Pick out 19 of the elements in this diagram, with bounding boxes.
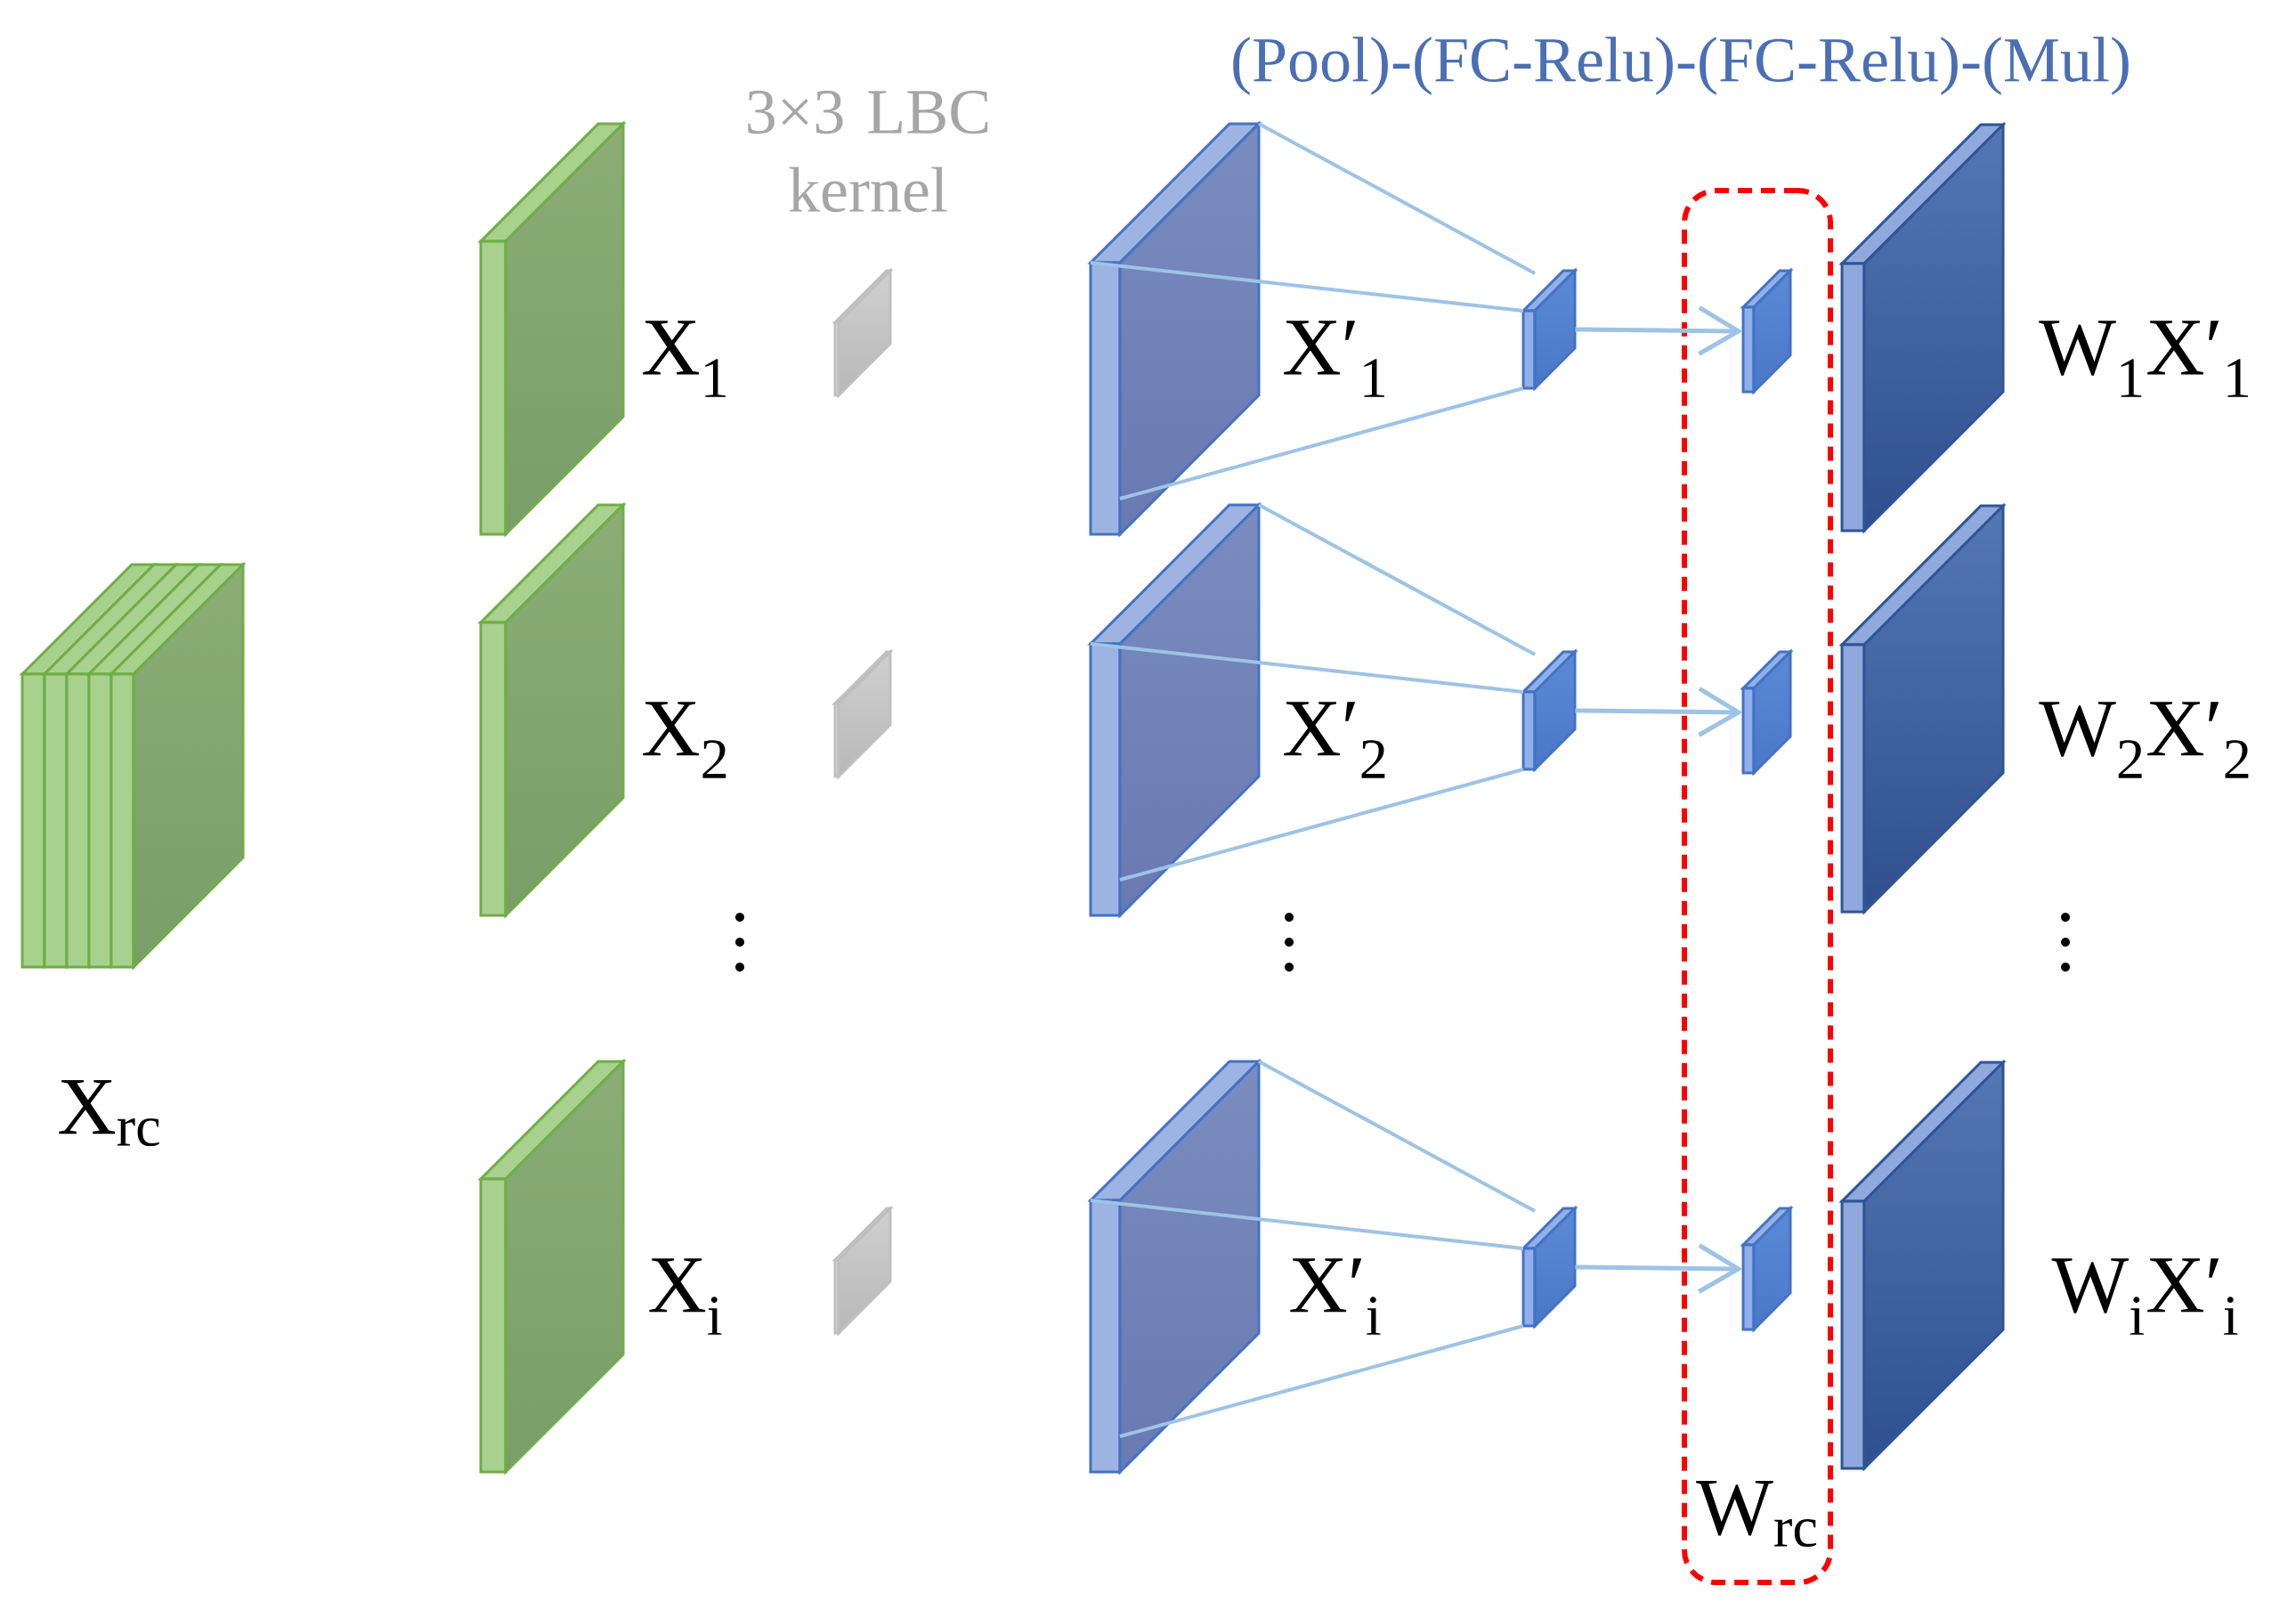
connector: [1258, 503, 1536, 656]
map-label: X$_{1}$: [643, 321, 726, 397]
map-label: X$_{i}$: [649, 1258, 722, 1335]
map-label: W$_{1}$X′$_{1}$: [2039, 321, 2249, 397]
map-label: X′$_{i}$: [1290, 1258, 1381, 1335]
connector: [1119, 386, 1524, 500]
connector: [1258, 122, 1536, 275]
connector: [1119, 1324, 1524, 1438]
map-label: X′$_{2}$: [1284, 702, 1385, 778]
kernel-label: 3×3 LBC kernel: [748, 90, 988, 213]
dashed-group-box: W$_{rc}$: [1682, 188, 1833, 1586]
connector: [1258, 1060, 1536, 1213]
map-label: W$_{2}$X′$_{2}$: [2039, 702, 2249, 778]
map-label: X$_{2}$: [643, 702, 726, 778]
map-label: W$_{i}$X′$_{i}$: [2051, 1258, 2238, 1335]
connector: [1119, 768, 1524, 882]
map-label: X$_{rc}$: [59, 1080, 159, 1147]
stage-title: (Pool)-(FC-Relu)-(FC-Relu)-(Mul): [1233, 37, 2129, 95]
map-label: X′$_{1}$: [1284, 321, 1385, 397]
